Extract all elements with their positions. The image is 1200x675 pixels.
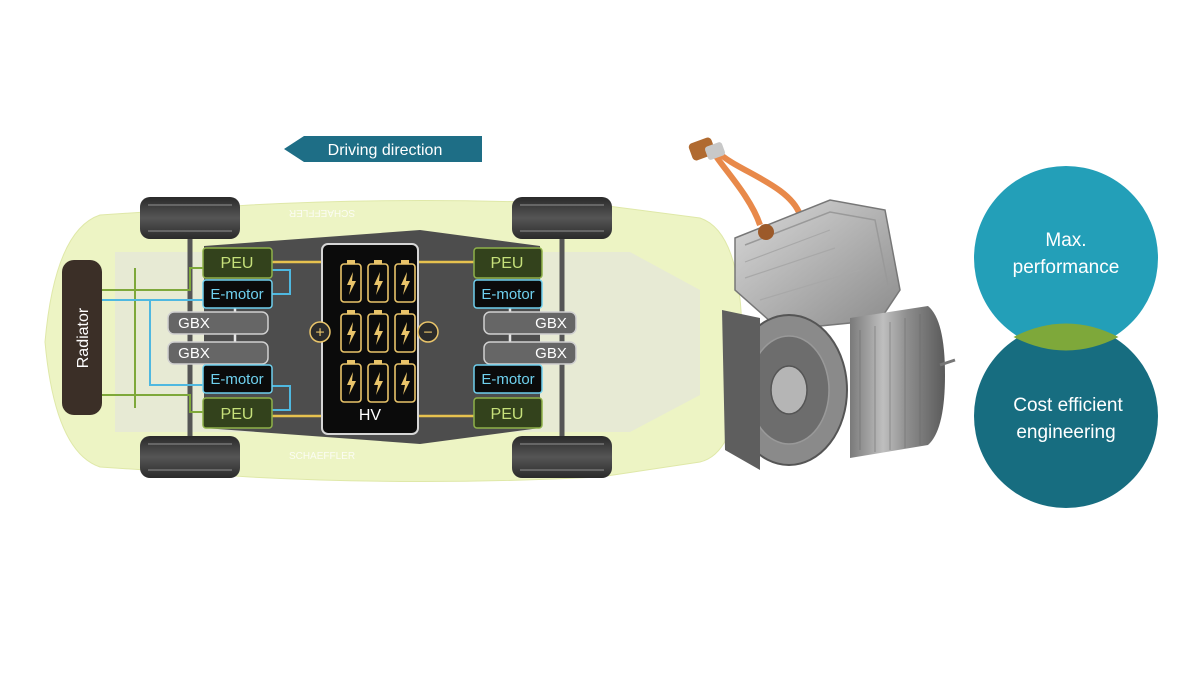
lightning-icon [401,322,410,345]
front-lower-drive-unit: GBX E-motor PEU [167,341,273,429]
battery-cell-icon [394,310,416,353]
battery-cell-icon [367,310,389,353]
e-motor-rear-upper [473,279,543,309]
driving-direction-label: Driving direction [328,142,443,159]
e-motor-rear-lower-label: E-motor [481,371,534,388]
circle-bottom-line2: engineering [1016,422,1115,443]
peu-front-lower-label: PEU [221,406,254,423]
battery-cell-icon [367,260,389,303]
lightning-icon [347,272,356,295]
hv-connector [688,137,726,161]
venn-diagram: Max. performance Cost efficient engineer… [974,166,1158,508]
rear-upper-drive-unit: GBX PEU E-motor [473,247,577,335]
lightning-icon [401,372,410,395]
tire-rear-right [512,436,612,478]
lightning-icon [347,322,356,345]
lightning-icon [374,272,383,295]
lightning-icon [374,322,383,345]
e-motor-front-upper-label: E-motor [210,286,263,303]
e-motor-rear-lower [473,364,543,394]
battery-cell-icon [367,360,389,403]
e-motor-front-lower [202,364,273,394]
gbx-front-lower [167,341,269,365]
battery-cell-grid [340,260,416,403]
venn-overlap [1013,323,1119,351]
peu-front-upper [202,247,273,279]
peu-front-upper-label: PEU [221,255,254,272]
gbx-front-upper-label: GBX [178,315,210,332]
battery-plus-symbol: + [315,325,324,342]
brand-text-top: SCHAEFFLER [289,207,355,218]
gbx-rear-lower [483,341,577,365]
circle-max-performance [974,166,1158,350]
peu-rear-upper [473,247,543,279]
hv-battery: HV [321,243,419,435]
e-motor-front-lower-label: E-motor [210,371,263,388]
circle-cost-efficient [974,324,1158,508]
battery-cell-icon [394,260,416,303]
circle-top-line2: performance [1013,257,1120,278]
lightning-icon [401,272,410,295]
tire-front-left [140,197,240,239]
tire-rear-left [512,197,612,239]
e-motor-rear-upper-label: E-motor [481,286,534,303]
gbx-front-upper [167,311,269,335]
tire-front-right [140,436,240,478]
peu-front-lower [202,397,273,429]
hv-battery-label: HV [359,407,382,424]
radiator: Radiator [62,260,102,415]
gbx-rear-lower-label: GBX [535,345,567,362]
gbx-front-lower-label: GBX [178,345,210,362]
circle-bottom-line1: Cost efficient [1013,395,1123,416]
lightning-icon [347,372,356,395]
battery-cell-icon [340,360,362,403]
battery-cell-icon [340,310,362,353]
lightning-icon [374,372,383,395]
peu-rear-upper-label: PEU [491,255,524,272]
peu-rear-lower-label: PEU [491,406,524,423]
hv-bus-lines [272,260,474,418]
circle-top-line1: Max. [1045,230,1086,251]
battery-cell-icon [340,260,362,303]
e-motor-front-upper [202,279,273,309]
rear-lower-drive-unit: GBX E-motor PEU [473,341,577,429]
peu-rear-lower [473,397,543,429]
battery-minus-symbol: − [423,325,432,342]
drive-unit-illustration [688,137,956,470]
brand-text-bottom: SCHAEFFLER [289,451,355,462]
front-upper-drive-unit: GBX PEU E-motor [167,247,273,335]
gbx-rear-upper [483,311,577,335]
driving-direction-arrow: Driving direction [284,136,482,162]
radiator-label: Radiator [75,307,92,368]
battery-cell-icon [394,360,416,403]
battery-plus-terminal: + [309,321,331,343]
battery-minus-terminal: − [417,321,439,343]
cooling-lines [102,267,291,413]
gbx-rear-upper-label: GBX [535,315,567,332]
